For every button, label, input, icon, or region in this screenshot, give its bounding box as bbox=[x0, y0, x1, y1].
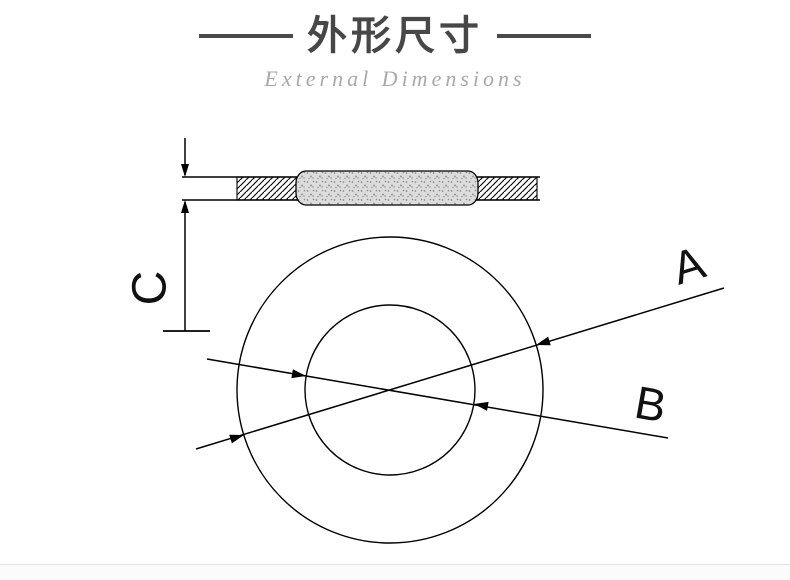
page-subtitle: External Dimensions bbox=[264, 66, 526, 91]
inner-circle bbox=[304, 304, 476, 476]
title-dash-left bbox=[199, 34, 293, 38]
page-title: 外形尺寸 bbox=[307, 14, 483, 58]
title-dash-right bbox=[497, 34, 591, 38]
inner-diameter-label-b: B bbox=[631, 376, 670, 433]
dim-a-left-arrow bbox=[229, 434, 244, 444]
bottom-divider bbox=[0, 564, 790, 580]
section-header: 外形尺寸 External Dimensions bbox=[0, 0, 790, 92]
abrasive-stippled-section bbox=[295, 170, 479, 206]
dim-b-left-arrow bbox=[291, 369, 306, 379]
thickness-label-c: C bbox=[124, 271, 177, 306]
dim-c-down-arrow bbox=[181, 164, 189, 177]
dim-b-right-arrow bbox=[474, 401, 489, 411]
left-hatched-section bbox=[236, 176, 300, 201]
top-view bbox=[236, 236, 544, 544]
dim-a-line bbox=[195, 287, 725, 450]
outer-diameter-label-a: A bbox=[666, 236, 711, 295]
dim-b-line bbox=[206, 358, 669, 439]
dim-a-right-arrow bbox=[536, 336, 551, 346]
dim-c-up-arrow bbox=[181, 200, 189, 213]
outer-circle bbox=[236, 236, 544, 544]
right-hatched-section bbox=[476, 176, 538, 201]
cross-section-view bbox=[182, 170, 540, 206]
dimension-line-b: B bbox=[206, 358, 670, 439]
title-row: 外形尺寸 bbox=[0, 0, 790, 58]
dimension-line-c: C bbox=[124, 138, 210, 332]
